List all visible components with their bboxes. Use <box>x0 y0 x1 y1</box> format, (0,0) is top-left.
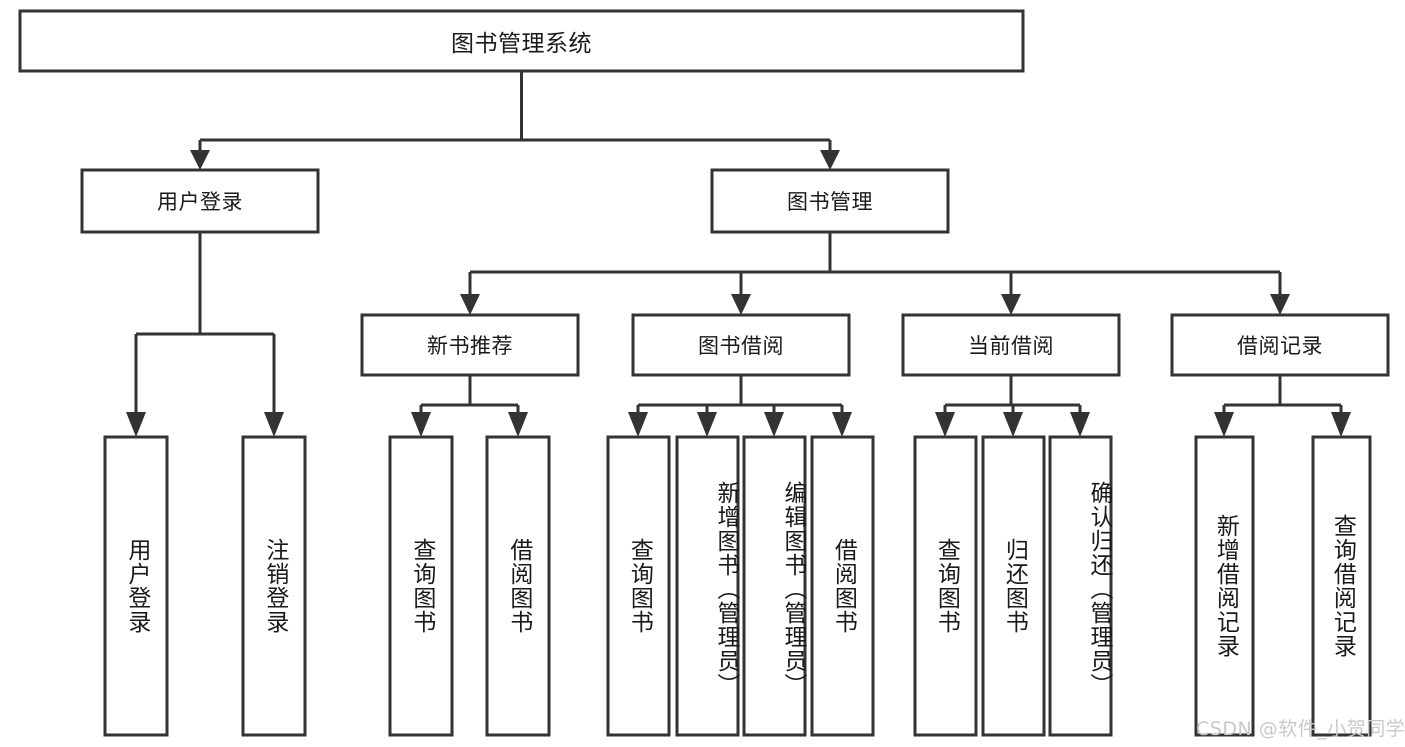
connector-group-borrow-record <box>1214 375 1351 437</box>
node-box-leaf-user-login[interactable] <box>103 435 169 737</box>
arrow-head-book-borrow <box>731 294 751 315</box>
arrow-head-leaf-edit-book <box>764 412 784 437</box>
arrow-head-leaf-borrow-book-1 <box>508 412 528 437</box>
node-box-book-manage[interactable] <box>710 168 950 234</box>
node-box-leaf-add-book[interactable] <box>675 435 740 737</box>
node-box-leaf-confirm-return[interactable] <box>1048 435 1113 737</box>
arrow-head-borrow-record <box>1270 294 1290 315</box>
arrow-head-new-book-rec <box>460 294 480 315</box>
arrow-head-leaf-add-book <box>697 412 717 437</box>
arrow-head-leaf-query-book-1 <box>411 412 431 437</box>
arrow-head-leaf-query-book-3 <box>935 412 955 437</box>
arrow-head-book-manage <box>820 150 840 170</box>
arrow-head-leaf-borrow-book-2 <box>832 412 852 437</box>
arrow-head-leaf-confirm-return <box>1070 412 1090 437</box>
arrow-head-user-login <box>190 150 210 170</box>
node-box-leaf-borrow-book-1[interactable] <box>485 435 551 737</box>
node-box-leaf-query-book-1[interactable] <box>388 435 454 737</box>
csdn-watermark: CSDN @软件_小贺同学 <box>1196 718 1405 740</box>
connector-group-book-borrow <box>628 375 852 437</box>
connector-group-book-manage <box>460 232 1290 315</box>
node-box-leaf-query-book-3[interactable] <box>913 435 978 737</box>
node-box-leaf-return-book[interactable] <box>981 435 1046 737</box>
connector-group-root <box>190 71 840 170</box>
node-box-leaf-borrow-book-2[interactable] <box>810 435 875 737</box>
node-box-leaf-query-record[interactable] <box>1311 435 1372 737</box>
node-box-leaf-logout[interactable] <box>241 435 307 737</box>
arrow-head-leaf-return-book <box>1003 412 1023 437</box>
node-box-new-book-rec[interactable] <box>360 313 580 377</box>
arrow-head-leaf-add-record <box>1214 412 1234 437</box>
arrow-head-leaf-logout <box>264 412 284 437</box>
node-box-root[interactable] <box>18 9 1025 73</box>
node-box-current-borrow[interactable] <box>901 313 1121 377</box>
node-box-leaf-edit-book[interactable] <box>742 435 807 737</box>
connector-group-user-login <box>126 232 284 437</box>
arrow-head-current-borrow <box>1001 294 1021 315</box>
arrow-head-leaf-user-login <box>126 412 146 437</box>
node-box-borrow-record[interactable] <box>1170 313 1390 377</box>
arrow-head-leaf-query-record <box>1331 412 1351 437</box>
node-box-leaf-query-book-2[interactable] <box>606 435 671 737</box>
node-box-book-borrow[interactable] <box>631 313 851 377</box>
node-box-leaf-add-record[interactable] <box>1194 435 1255 737</box>
arrow-head-leaf-query-book-2 <box>628 412 648 437</box>
connector-group-new-book-rec <box>411 375 528 437</box>
node-box-user-login[interactable] <box>80 168 320 234</box>
connector-group-current-borrow <box>935 375 1090 437</box>
